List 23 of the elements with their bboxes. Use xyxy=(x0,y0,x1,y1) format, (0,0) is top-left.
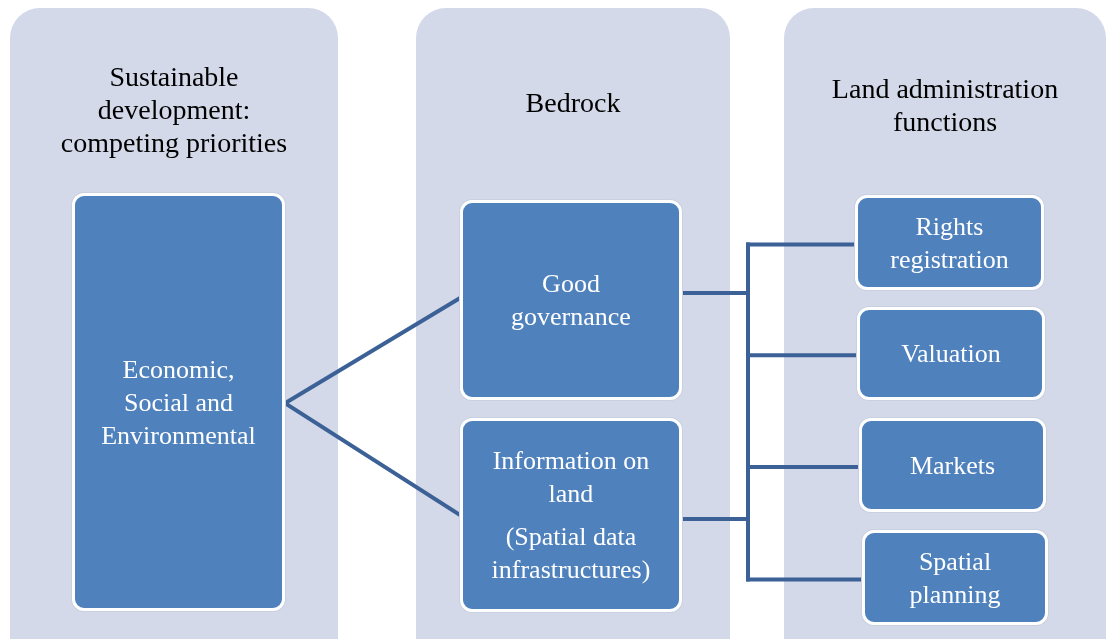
box-label: (Spatial data infrastructures) xyxy=(490,521,652,586)
box-label: Spatial planning xyxy=(908,545,1002,611)
process-box xyxy=(857,307,1045,400)
column-panel xyxy=(416,8,730,639)
box-label: Good governance xyxy=(510,268,632,333)
column-panel xyxy=(784,8,1106,639)
box-label: Information on land xyxy=(491,445,651,510)
connector-line xyxy=(283,401,462,517)
column-heading: Sustainable development: competing priorities xyxy=(59,60,289,159)
connector-line xyxy=(283,296,462,406)
column-panel xyxy=(10,8,338,639)
process-box xyxy=(460,200,682,400)
box-label: Valuation xyxy=(900,338,1002,370)
box-label: Markets xyxy=(908,449,997,482)
column-heading: Bedrock xyxy=(524,86,622,119)
column-heading: Land administration functions xyxy=(830,72,1060,138)
box-label: Rights registration xyxy=(889,210,1010,276)
process-box xyxy=(855,195,1044,290)
process-box xyxy=(460,418,682,612)
process-box xyxy=(862,530,1048,625)
box-label: Economic, Social and Environmental xyxy=(100,353,257,452)
process-box xyxy=(72,193,285,611)
process-box xyxy=(859,418,1046,512)
